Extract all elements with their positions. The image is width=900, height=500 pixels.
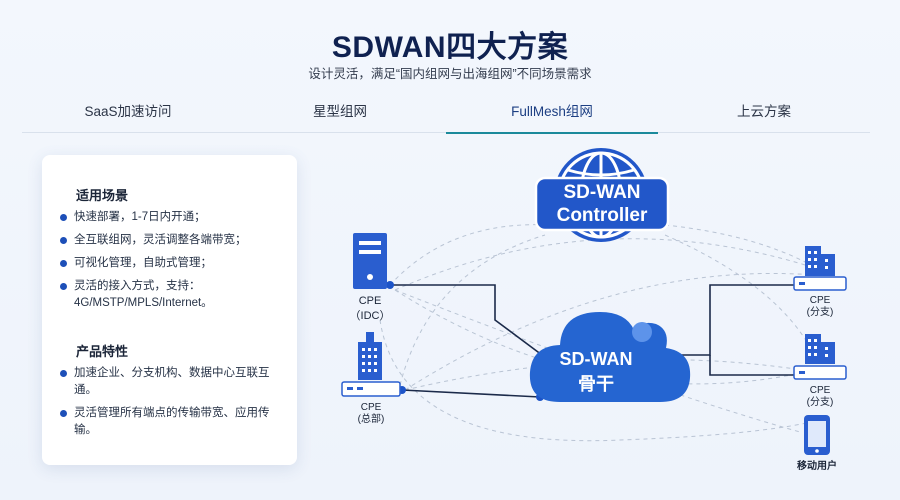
cpe-branch2-sublabel: (分支): [807, 396, 834, 408]
list-item: 全互联组网，灵活调整各端带宽；: [58, 232, 288, 249]
tab-saas[interactable]: SaaS加速访问: [84, 104, 172, 119]
info-card: 适用场景 快速部署，1-7日内开通； 全互联组网，灵活调整各端带宽； 可视化管理…: [42, 155, 297, 465]
solution-tabs: SaaS加速访问 星型组网 FullMesh组网 上云方案: [22, 96, 870, 134]
tab-fullmesh[interactable]: FullMesh组网: [446, 96, 658, 134]
tab-cloud[interactable]: 上云方案: [737, 104, 791, 119]
cpe-hq-label: CPE: [361, 402, 382, 413]
branch-building-icon: [793, 246, 847, 291]
feature-list: 加速企业、分支机构、数据中心互联互通。 灵活管理所有端点的传输带宽、应用传输。: [58, 365, 288, 445]
headquarters-building-icon: [341, 332, 401, 397]
list-item: 加速企业、分支机构、数据中心互联互通。: [58, 365, 288, 399]
tab-star[interactable]: 星型组网: [313, 104, 367, 119]
controller-label-line2: Controller: [557, 205, 648, 226]
controller-globe-icon: [534, 148, 670, 242]
cpe-branch1-label: CPE: [810, 295, 831, 306]
cpe-idc-label: CPE: [359, 295, 382, 307]
bullet-icon: [60, 260, 67, 267]
backbone-label-line1: SD-WAN: [560, 349, 633, 369]
backbone-cloud-icon: [529, 312, 691, 402]
list-item: 灵活管理所有端点的传输带宽、应用传输。: [58, 405, 288, 439]
list-item: 快速部署，1-7日内开通；: [58, 209, 288, 226]
cpe-hq-sublabel: (总部): [358, 412, 385, 425]
page-title: SDWAN四大方案: [331, 31, 569, 64]
bullet-icon: [60, 237, 67, 244]
cpe-branch2-label: CPE: [810, 385, 831, 396]
cpe-branch1-sublabel: (分支): [807, 306, 834, 318]
section-title-scenarios: 适用场景: [76, 188, 129, 203]
bullet-icon: [60, 410, 67, 417]
mobile-user-label: 移动用户: [797, 459, 837, 472]
branch-building-icon: [793, 334, 847, 380]
scenario-list: 快速部署，1-7日内开通； 全互联组网，灵活调整各端带宽； 可视化管理，自助式管…: [58, 209, 288, 318]
mobile-phone-icon: [804, 415, 830, 455]
cpe-idc-sublabel: （IDC）: [350, 309, 391, 322]
bullet-icon: [60, 214, 67, 221]
list-item: 灵活的接入方式，支持：4G/MSTP/MPLS/Internet。: [58, 278, 288, 312]
backbone-label-line2: 骨干: [578, 374, 614, 394]
network-diagram: SD-WAN Controller SD-WAN 骨干 CPE （IDC） CP…: [341, 148, 847, 472]
controller-label-line1: SD-WAN: [563, 182, 640, 203]
server-icon: [353, 233, 387, 289]
bullet-icon: [60, 283, 67, 290]
bullet-icon: [60, 370, 67, 377]
list-item: 可视化管理，自助式管理；: [58, 255, 288, 272]
section-title-features: 产品特性: [76, 344, 129, 359]
page-subtitle: 设计灵活，满足“国内组网与出海组网”不同场景需求: [308, 67, 592, 81]
